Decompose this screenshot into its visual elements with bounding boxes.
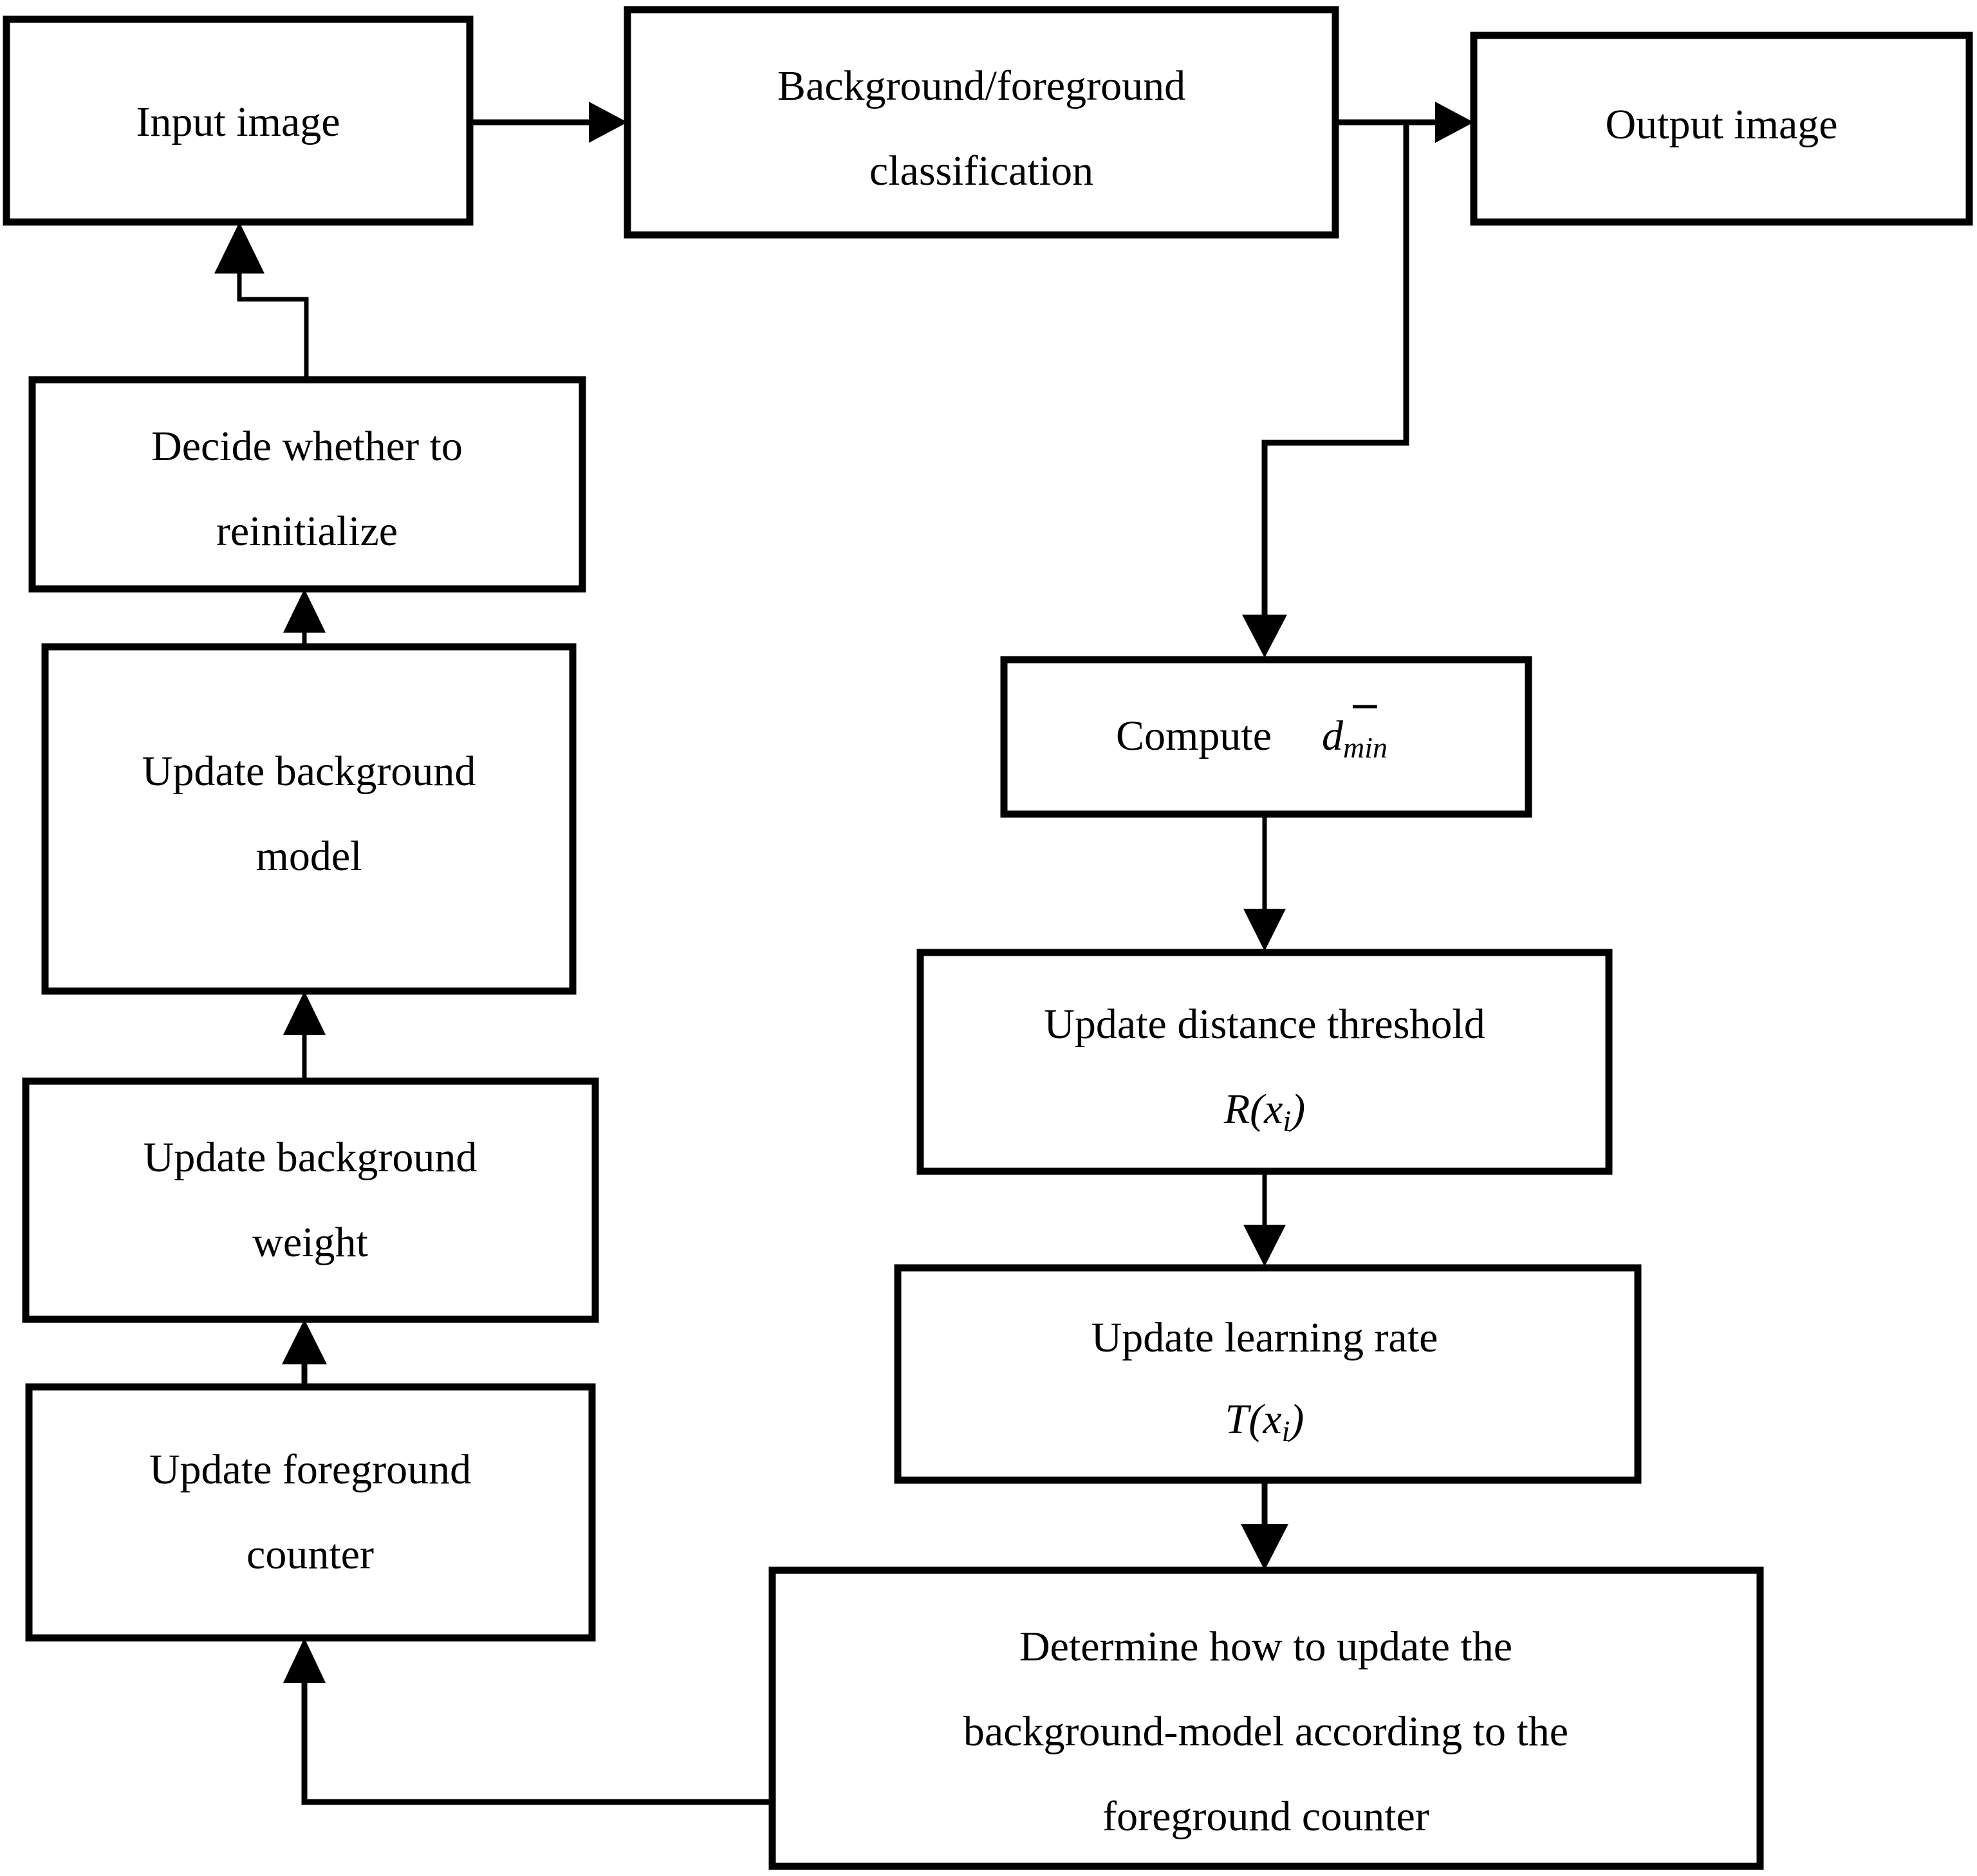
learning-arg-subscript: i (1282, 1415, 1290, 1447)
node-classification-label-line1: Background/foreground (777, 62, 1185, 109)
edge-classification-to-compute-dmin (1242, 122, 1409, 658)
compute-dmin-subscript: min (1343, 731, 1388, 764)
node-determine-update-rule[interactable]: Determine how to update the background-m… (768, 1566, 1764, 1870)
node-decide-label-line1: Decide whether to (151, 423, 463, 470)
node-update-distance-threshold[interactable]: Update distance threshold R(xi) (916, 949, 1613, 1175)
node-compute-dmin-word: Compute (1116, 712, 1272, 759)
edge-determine-to-foreground-counter (283, 1638, 772, 1805)
node-input-image[interactable]: Input image (3, 15, 474, 226)
node-update-background-weight[interactable]: Update background weight (22, 1077, 599, 1323)
node-learning-rate-label-line1: Update learning rate (1091, 1314, 1438, 1361)
threshold-paren-open: ( (1250, 1086, 1267, 1133)
node-bg-model-label-line2: model (256, 833, 362, 880)
node-threshold-label-line1: Update distance threshold (1044, 1001, 1485, 1048)
learning-arg-var: x (1262, 1396, 1281, 1443)
node-input-image-label: Input image (136, 98, 340, 145)
node-learning-rate-formula: T(xi) (1225, 1396, 1304, 1447)
threshold-arg-subscript: i (1283, 1104, 1291, 1137)
edge-foreground-counter-to-bg-weight (282, 1319, 327, 1387)
edge-bg-model-to-decide (283, 589, 326, 647)
node-determine-label-line2: background-model according to the (963, 1708, 1568, 1755)
node-decide-label-line2: reinitialize (216, 508, 398, 555)
edge-classification-to-output (1335, 102, 1474, 143)
node-decide-reinitialize[interactable]: Decide whether to reinitialize (28, 376, 586, 593)
node-compute-dmin-formula: dmin (1322, 705, 1388, 764)
threshold-paren-close: ) (1288, 1086, 1305, 1133)
node-output-image-label: Output image (1605, 101, 1837, 148)
learning-paren-open: ( (1248, 1396, 1265, 1443)
node-bg-weight-label-line1: Update background (144, 1134, 478, 1181)
node-output-image[interactable]: Output image (1470, 32, 1973, 226)
node-determine-label-line3: foreground counter (1102, 1793, 1429, 1840)
node-threshold-formula: R(xi) (1223, 1086, 1305, 1137)
node-update-learning-rate[interactable]: Update learning rate T(xi) (894, 1264, 1642, 1484)
svg-text:dmin: dmin (1322, 712, 1388, 763)
compute-dmin-var: d (1322, 712, 1344, 759)
node-bg-fg-classification[interactable]: Background/foreground classification (624, 6, 1339, 239)
threshold-fn: R (1223, 1086, 1250, 1133)
edge-learning-rate-to-determine (1241, 1480, 1288, 1570)
edge-decide-to-input-image (214, 222, 309, 380)
node-bg-weight-label-line2: weight (252, 1219, 368, 1266)
edge-input-to-classification (470, 102, 627, 143)
threshold-arg-var: x (1263, 1086, 1283, 1133)
node-determine-label-line1: Determine how to update the (1019, 1623, 1512, 1670)
learning-paren-close: ) (1287, 1396, 1304, 1443)
node-compute-dmin[interactable]: Compute dmin (1000, 656, 1532, 818)
edge-compute-to-threshold (1243, 814, 1286, 951)
node-fg-counter-label-line1: Update foreground (149, 1446, 471, 1493)
learning-fn: T (1225, 1396, 1252, 1443)
edge-bg-weight-to-bg-model (283, 991, 326, 1081)
node-fg-counter-label-line2: counter (246, 1531, 374, 1578)
node-bg-model-label-line1: Update background (142, 748, 476, 795)
node-classification-label-line2: classification (869, 147, 1093, 194)
node-update-background-model[interactable]: Update background model (41, 643, 577, 995)
node-update-foreground-counter[interactable]: Update foreground counter (25, 1383, 596, 1642)
edge-threshold-to-learning-rate (1243, 1171, 1286, 1267)
